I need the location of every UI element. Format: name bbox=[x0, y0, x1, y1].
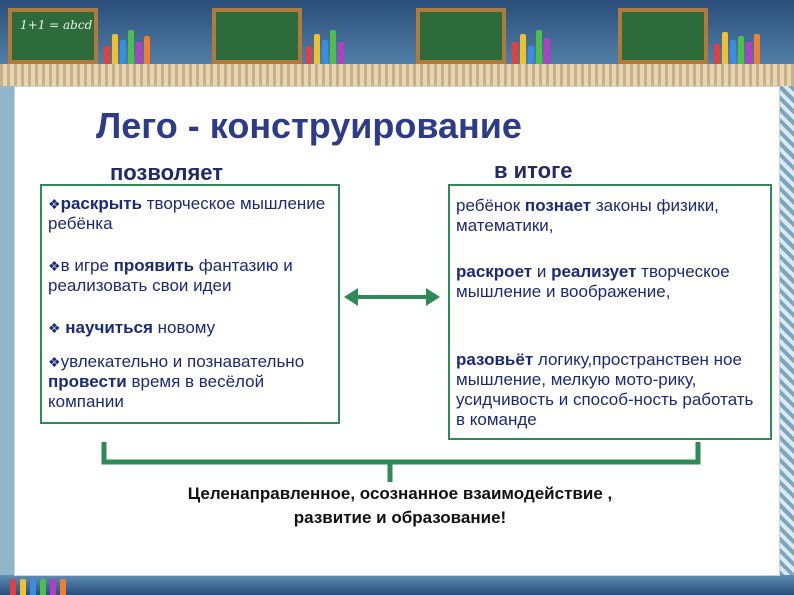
item-text-run: проявить bbox=[113, 256, 195, 275]
diamond-bullet-icon: ❖ bbox=[48, 196, 61, 212]
decorative-footer-border bbox=[0, 575, 794, 595]
chalkboard-icon bbox=[212, 8, 302, 64]
brace-icon bbox=[101, 442, 701, 482]
item-text-run: новому bbox=[152, 318, 216, 337]
list-item: ❖увлекательно и познавательно провести в… bbox=[48, 352, 332, 412]
chalkboard-icon bbox=[618, 8, 708, 64]
left-column-heading: позволяет bbox=[110, 160, 224, 185]
item-text-run: познает bbox=[524, 196, 592, 215]
item-text-run: логику,пространствен ное мышление, мелку… bbox=[456, 350, 754, 429]
decorative-ribbon bbox=[0, 64, 794, 86]
item-text-run: реализует bbox=[551, 262, 637, 281]
item-text-run: провести bbox=[48, 372, 127, 391]
item-text-run: фантазию и реализовать свои идеи bbox=[48, 256, 293, 295]
item-text-run: научиться bbox=[60, 318, 153, 337]
diamond-bullet-icon: ❖ bbox=[48, 354, 61, 370]
item-text-run: раскрыть bbox=[60, 194, 143, 213]
item-text-run: ребёнок bbox=[456, 196, 525, 215]
decorative-header-border: 1+1 = abcd bbox=[0, 0, 794, 86]
diamond-bullet-icon: ❖ bbox=[48, 320, 61, 336]
item-text-run: творческое мышление и воображение, bbox=[456, 262, 730, 301]
item-text-run: разовьёт bbox=[456, 350, 534, 369]
list-item: ❖в игре проявить фантазию и реализовать … bbox=[48, 256, 332, 296]
item-text-run: увлекательно и познавательно bbox=[60, 352, 305, 371]
list-item: раскроет и реализует творческое мышление… bbox=[456, 262, 764, 302]
left-benefits-box: ❖раскрыть творческое мышление ребёнка ❖в… bbox=[40, 184, 340, 424]
summary-text: Целенаправленное, осознанное взаимодейст… bbox=[187, 484, 613, 527]
right-results-box: ребёнок познает законы физики, математик… bbox=[448, 184, 772, 440]
list-item: разовьёт логику,пространствен ное мышлен… bbox=[456, 350, 764, 430]
item-text-run: законы физики, математики, bbox=[456, 196, 719, 235]
right-column-heading: в итоге bbox=[494, 158, 573, 183]
item-text-run: раскроет bbox=[456, 262, 533, 281]
list-item: ребёнок познает законы физики, математик… bbox=[456, 196, 764, 236]
list-item: ❖раскрыть творческое мышление ребёнка bbox=[48, 194, 332, 234]
item-text-run: время в весёлой компании bbox=[48, 372, 265, 411]
item-text-run: творческое мышление ребёнка bbox=[48, 194, 326, 233]
decorative-side-border bbox=[780, 86, 794, 576]
chalkboard-icon: 1+1 = abcd bbox=[8, 8, 98, 64]
pencils-icon bbox=[0, 575, 794, 595]
diamond-bullet-icon: ❖ bbox=[48, 258, 61, 274]
chalkboard-icon bbox=[416, 8, 506, 64]
item-text-run: и bbox=[532, 262, 552, 281]
list-item: ❖ научиться новому bbox=[48, 318, 332, 338]
page-title: Лего - конструирование bbox=[96, 105, 522, 146]
arrow-double-icon bbox=[344, 288, 440, 306]
item-text-run: в игре bbox=[60, 256, 114, 275]
